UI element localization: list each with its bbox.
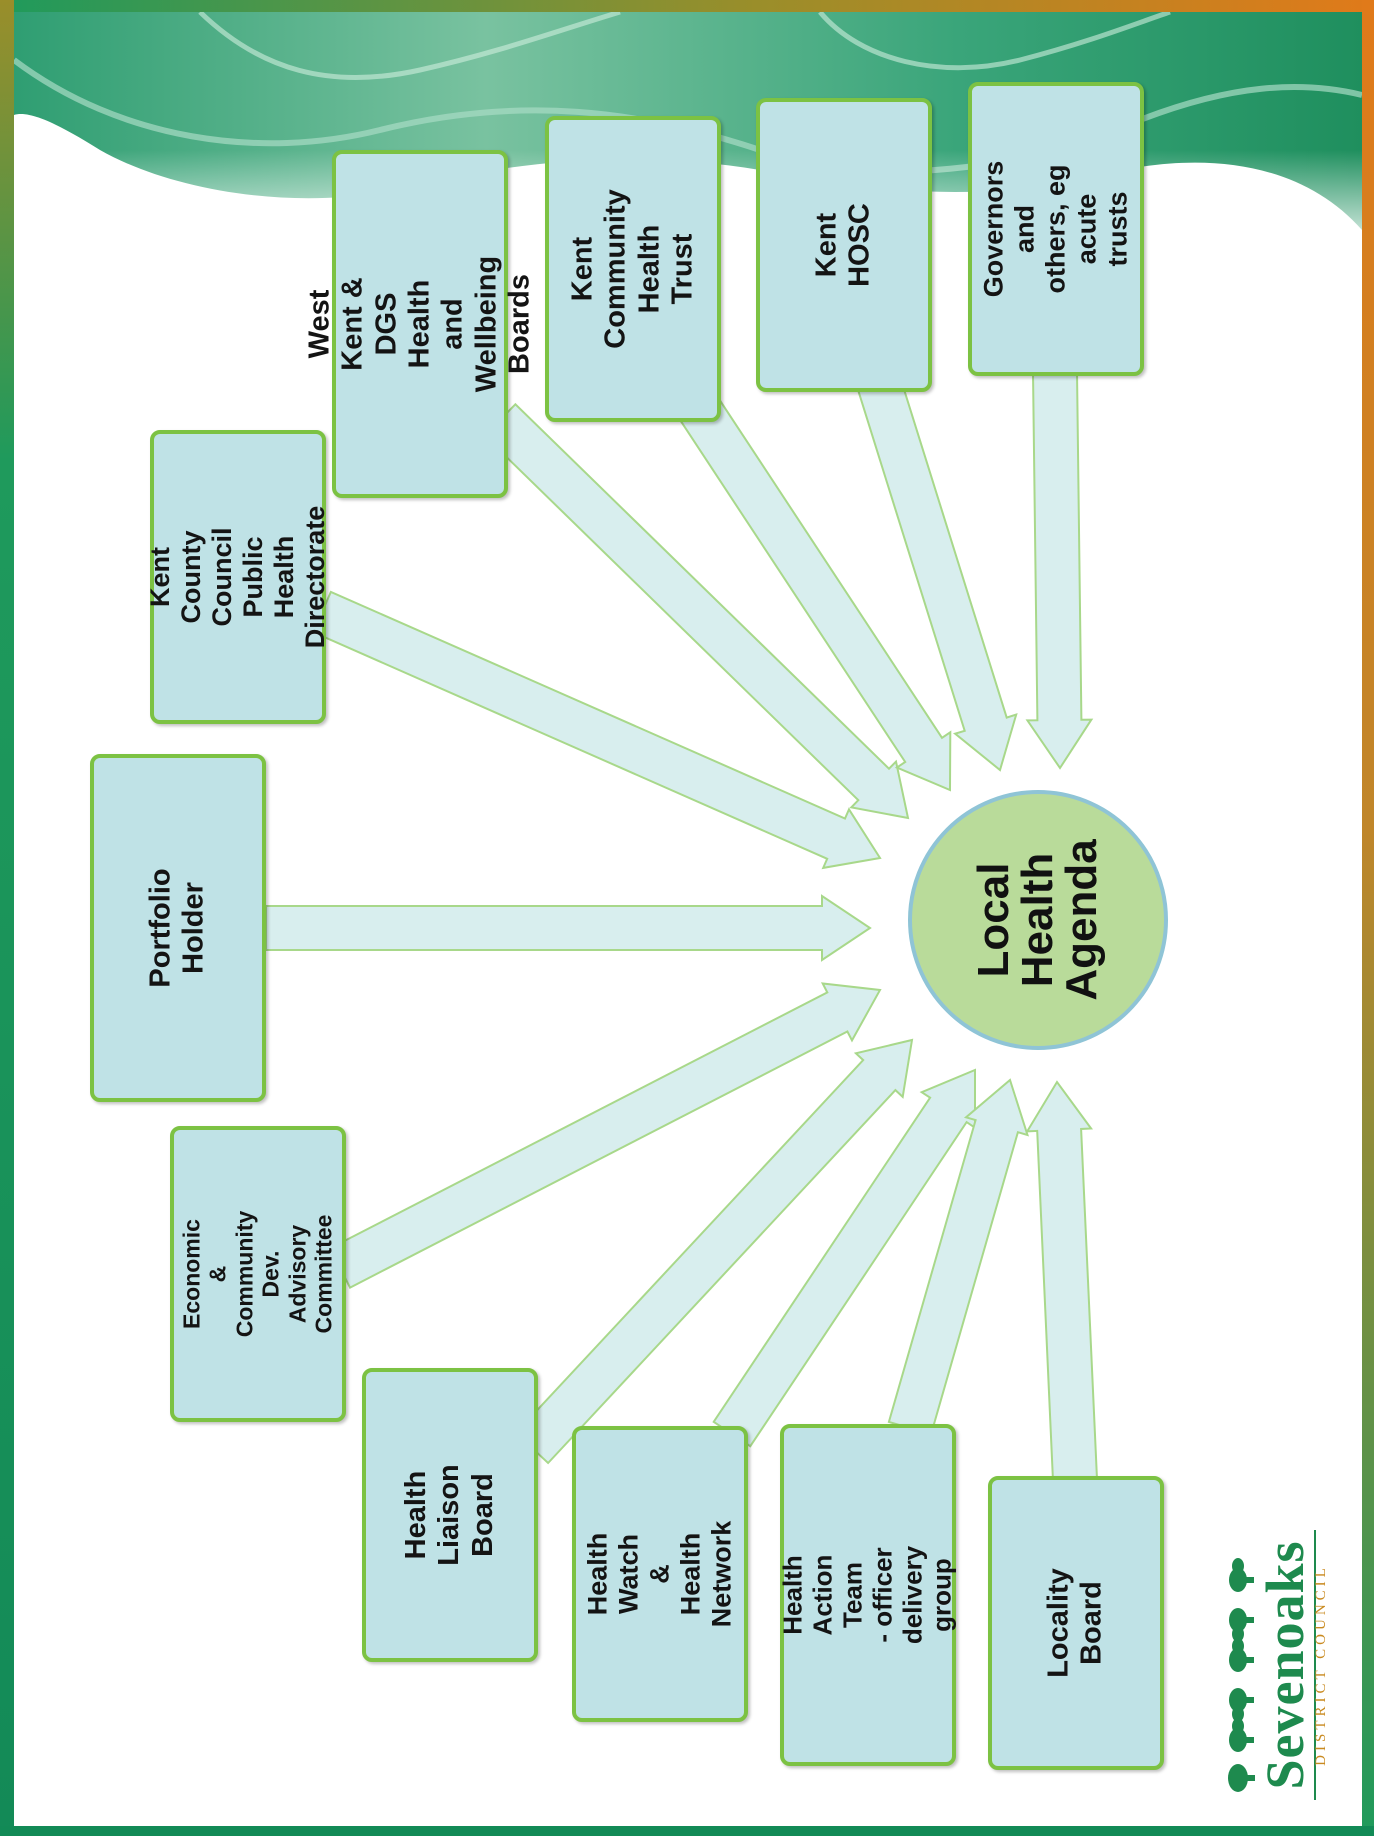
arrow-locality-board xyxy=(1025,1080,1099,1483)
box-economic-community-dev: Economic & Community Dev. Advisory Commi… xyxy=(170,1126,346,1422)
box-health-watch: Health Watch & Health Network xyxy=(572,1426,748,1722)
economic-community-dev-label: Economic & Community Dev. Advisory Commi… xyxy=(178,1210,337,1338)
arrow-health-action-team xyxy=(887,1078,1030,1436)
logo-wordmark: Sevenoaks DISTRICT COUNCIL xyxy=(1255,1540,1330,1790)
logo-name: Sevenoaks xyxy=(1255,1540,1315,1790)
box-kent-community-health-trust: Kent Community Health Trust xyxy=(545,116,721,422)
box-kent-county-council-public-health: Kent County Council Public Health Direct… xyxy=(145,430,330,724)
arrow-kent-hosc xyxy=(855,372,1018,772)
box-health-liaison-board: Health Liaison Board xyxy=(362,1368,538,1662)
portfolio-holder-label: Portfolio Holder xyxy=(144,868,210,988)
arrow-portfolio-holder xyxy=(265,894,872,962)
kent-community-health-trust-label: Kent Community Health Trust xyxy=(566,189,699,349)
frame-right-border xyxy=(1362,0,1374,1836)
arrow-health-watch xyxy=(712,1068,976,1448)
logo-rule xyxy=(1314,1530,1316,1800)
health-watch-label: Health Watch & Health Network xyxy=(582,1520,737,1628)
box-portfolio-holder: Portfolio Holder xyxy=(90,754,266,1102)
health-action-team-label: Health Action Team - officer delivery gr… xyxy=(777,1545,957,1645)
kent-hosc-label: Kent HOSC xyxy=(810,203,876,287)
locality-board-label: Locality Board xyxy=(1042,1568,1108,1678)
arrow-economic-community-dev xyxy=(328,982,882,1289)
arrow-governors-and-others xyxy=(1025,370,1094,770)
health-liaison-board-label: Health Liaison Board xyxy=(399,1464,499,1566)
box-locality-board: Locality Board xyxy=(988,1476,1164,1770)
kent-county-council-label: Kent County Council Public Health Direct… xyxy=(144,505,331,649)
box-kent-hosc: Kent HOSC xyxy=(756,98,932,392)
arrow-kent-community-health-trust xyxy=(670,381,952,792)
sevenoaks-logo: Sevenoaks DISTRICT COUNCIL xyxy=(1220,1520,1330,1810)
logo-subtitle: DISTRICT COUNCIL xyxy=(1313,1564,1329,1766)
frame-top-border xyxy=(0,0,1374,12)
box-governors-and-others: Governors and others, eg acute trusts xyxy=(968,82,1144,376)
governors-and-others-label: Governors and others, eg acute trusts xyxy=(978,160,1133,298)
frame-left-border xyxy=(0,0,14,1836)
arrow-health-liaison-board xyxy=(514,1038,914,1465)
box-health-action-team: Health Action Team - officer delivery gr… xyxy=(777,1424,957,1766)
frame-bottom-border xyxy=(0,1826,1374,1836)
arrow-kent-county-council xyxy=(311,590,882,870)
local-health-agenda-circle: Local Health Agenda xyxy=(908,790,1168,1050)
local-health-agenda-label: Local Health Agenda xyxy=(969,839,1106,1001)
arrow-west-kent-dgs xyxy=(483,402,910,820)
west-kent-dgs-label: West Kent & DGS Health and Wellbeing Boa… xyxy=(303,255,536,393)
box-west-kent-dgs: West Kent & DGS Health and Wellbeing Boa… xyxy=(303,150,535,498)
oak-tree-icons xyxy=(1228,1530,1316,1800)
